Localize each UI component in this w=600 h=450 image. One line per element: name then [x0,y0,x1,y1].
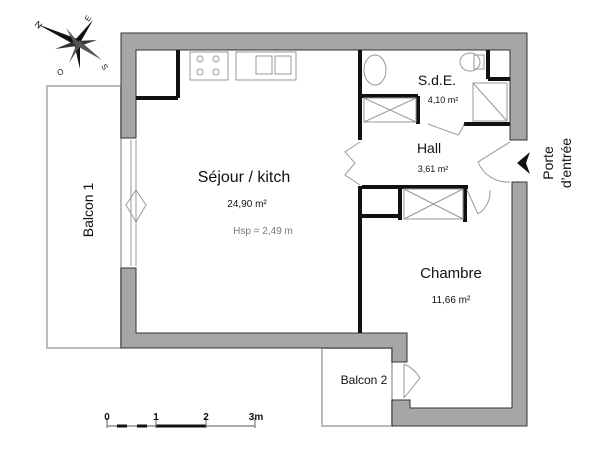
sejour-height: Hsp = 2,49 m [233,226,293,237]
washbasin [363,54,387,86]
kitchen-sink [235,51,297,81]
closets [363,97,464,220]
compass-e: E [83,14,93,23]
sde-name: S.d.E. [418,72,456,88]
exterior-walls [120,32,528,427]
chambre-name: Chambre [420,265,482,282]
compass-rose-icon [37,20,102,69]
shower [472,82,508,122]
cooktop [189,51,229,81]
sde-area: 4,10 m² [428,95,459,105]
interior-walls [136,50,510,333]
sejour-name: Séjour / kitch [198,169,290,186]
sejour-area: 24,90 m² [227,199,267,210]
scale-tick-0: 0 [104,412,110,423]
entrance-label-line2: d'entrée [558,138,574,188]
balcon-2-outline [321,347,393,427]
scale-tick-1: 1 [153,412,159,423]
doors [125,123,511,399]
balcon-2-name: Balcon 2 [341,373,388,387]
entrance-label-line1: Porte [540,146,556,180]
entrance-arrow-icon [517,152,530,174]
scale-tick-2: 2 [203,412,209,423]
toilet [459,52,481,72]
hall-area: 3,61 m² [418,164,449,174]
hall-name: Hall [417,140,441,156]
compass-s: S [99,63,109,72]
scale-tick-3: 3m [249,412,264,423]
chambre-area: 11,66 m² [432,295,471,306]
compass-o: O [56,67,66,78]
compass-n: N [33,19,44,31]
balcon-1-name: Balcon 1 [80,183,96,238]
fixtures [189,51,508,122]
balcon-1-outline [46,85,122,349]
scale-bar [106,418,256,428]
